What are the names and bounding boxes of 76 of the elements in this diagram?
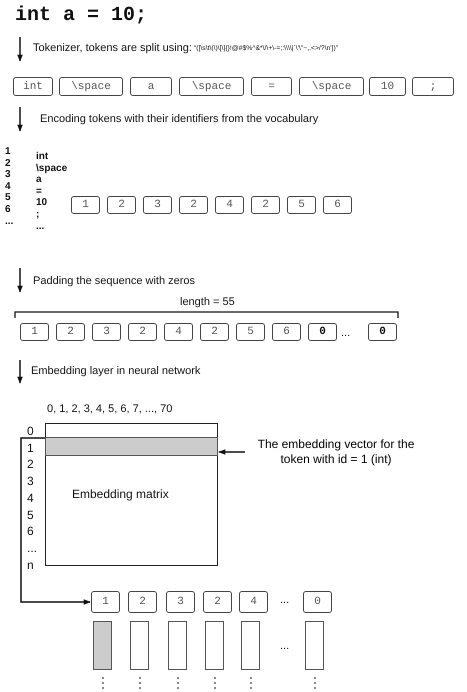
row-index: 5 xyxy=(27,508,34,522)
token-box: 5 xyxy=(287,196,316,214)
row-index: 1 xyxy=(27,440,34,455)
token-box: 0 xyxy=(368,323,397,341)
vector-bar xyxy=(130,621,149,670)
token-box: 10 xyxy=(369,77,406,96)
ellipsis: ... xyxy=(280,594,290,606)
token-box: 2 xyxy=(203,591,232,613)
token-box: \space xyxy=(179,77,244,96)
token-box: 4 xyxy=(164,323,193,341)
token-box: 0 xyxy=(308,323,337,341)
token-box: = xyxy=(251,77,292,96)
token-box: 6 xyxy=(323,196,352,214)
token-box: 2 xyxy=(251,196,280,214)
arrow xyxy=(218,449,245,455)
token-box: 3 xyxy=(166,591,195,613)
caption: Embedding layer in neural network xyxy=(31,365,200,377)
code-title: int a = 10; xyxy=(15,4,148,27)
row-index: n xyxy=(27,558,34,572)
vector-bar xyxy=(205,621,224,670)
ellipsis: ... xyxy=(36,220,44,232)
row-index: 2 xyxy=(27,457,34,472)
token-box: ; xyxy=(412,77,454,96)
vector-bar xyxy=(305,621,324,670)
token-box: 4 xyxy=(215,196,244,214)
token-box: 6 xyxy=(272,323,301,341)
annotation-text: The embedding vector for the token with id = 1 (int) xyxy=(246,437,426,467)
token-box: 2 xyxy=(179,196,208,214)
matrix-label: Embedding matrix xyxy=(72,487,169,501)
ellipsis: ... xyxy=(341,327,350,339)
row-index: 4 xyxy=(27,490,34,505)
token-box: 2 xyxy=(128,591,157,613)
vocab-token: ; xyxy=(36,209,40,220)
vector-bar xyxy=(93,621,112,670)
token-box: 2 xyxy=(128,323,157,341)
arrow xyxy=(20,437,91,605)
length-label: length = 55 xyxy=(180,296,235,308)
vocab-id: 3 xyxy=(5,169,11,180)
caption: Encoding tokens with their identifiers from the vocabulary xyxy=(40,113,318,125)
vocab-id: 4 xyxy=(5,180,11,192)
vocab-token: 10 xyxy=(36,197,48,208)
vocab-id: 2 xyxy=(5,158,11,169)
column-indices: 0, 1, 2, 3, 4, 5, 6, 7, ..., 70 xyxy=(47,403,172,415)
caption: Padding the sequence with zeros xyxy=(33,275,196,287)
token-box: 3 xyxy=(143,196,172,214)
token-box: 2 xyxy=(200,323,229,341)
row-index: 0 xyxy=(27,424,34,438)
token-box: 4 xyxy=(239,591,268,613)
row-index: 6 xyxy=(27,524,34,538)
vocab-id: 6 xyxy=(5,204,11,215)
vocab-id: 5 xyxy=(5,192,11,204)
vector-bar xyxy=(168,621,187,670)
token-box: int xyxy=(13,77,53,96)
highlighted-row xyxy=(45,437,218,456)
token-box: \space xyxy=(299,77,364,96)
vocab-token: \space xyxy=(36,162,68,174)
token-box: 1 xyxy=(20,323,49,341)
caption: Tokenizer, tokens are split using: xyxy=(33,42,192,54)
ellipsis: ... xyxy=(5,216,14,227)
vector-bar xyxy=(241,621,260,670)
vocab-token: a xyxy=(36,174,42,186)
token-box: 0 xyxy=(303,591,332,613)
vocab-id: 1 xyxy=(5,146,11,157)
token-box: a xyxy=(130,77,172,96)
token-box: 5 xyxy=(236,323,265,341)
ellipsis: ... xyxy=(27,540,38,555)
token-box: 3 xyxy=(92,323,121,341)
token-box: 2 xyxy=(56,323,85,341)
token-box: \space xyxy=(59,77,123,96)
token-box: 2 xyxy=(107,196,136,214)
row-index: 3 xyxy=(27,474,34,488)
vocab-token: int xyxy=(36,151,48,162)
token-box: 1 xyxy=(91,591,120,613)
token-box: 1 xyxy=(71,196,100,214)
vocab-token: = xyxy=(36,186,42,197)
ellipsis: ... xyxy=(280,640,290,652)
